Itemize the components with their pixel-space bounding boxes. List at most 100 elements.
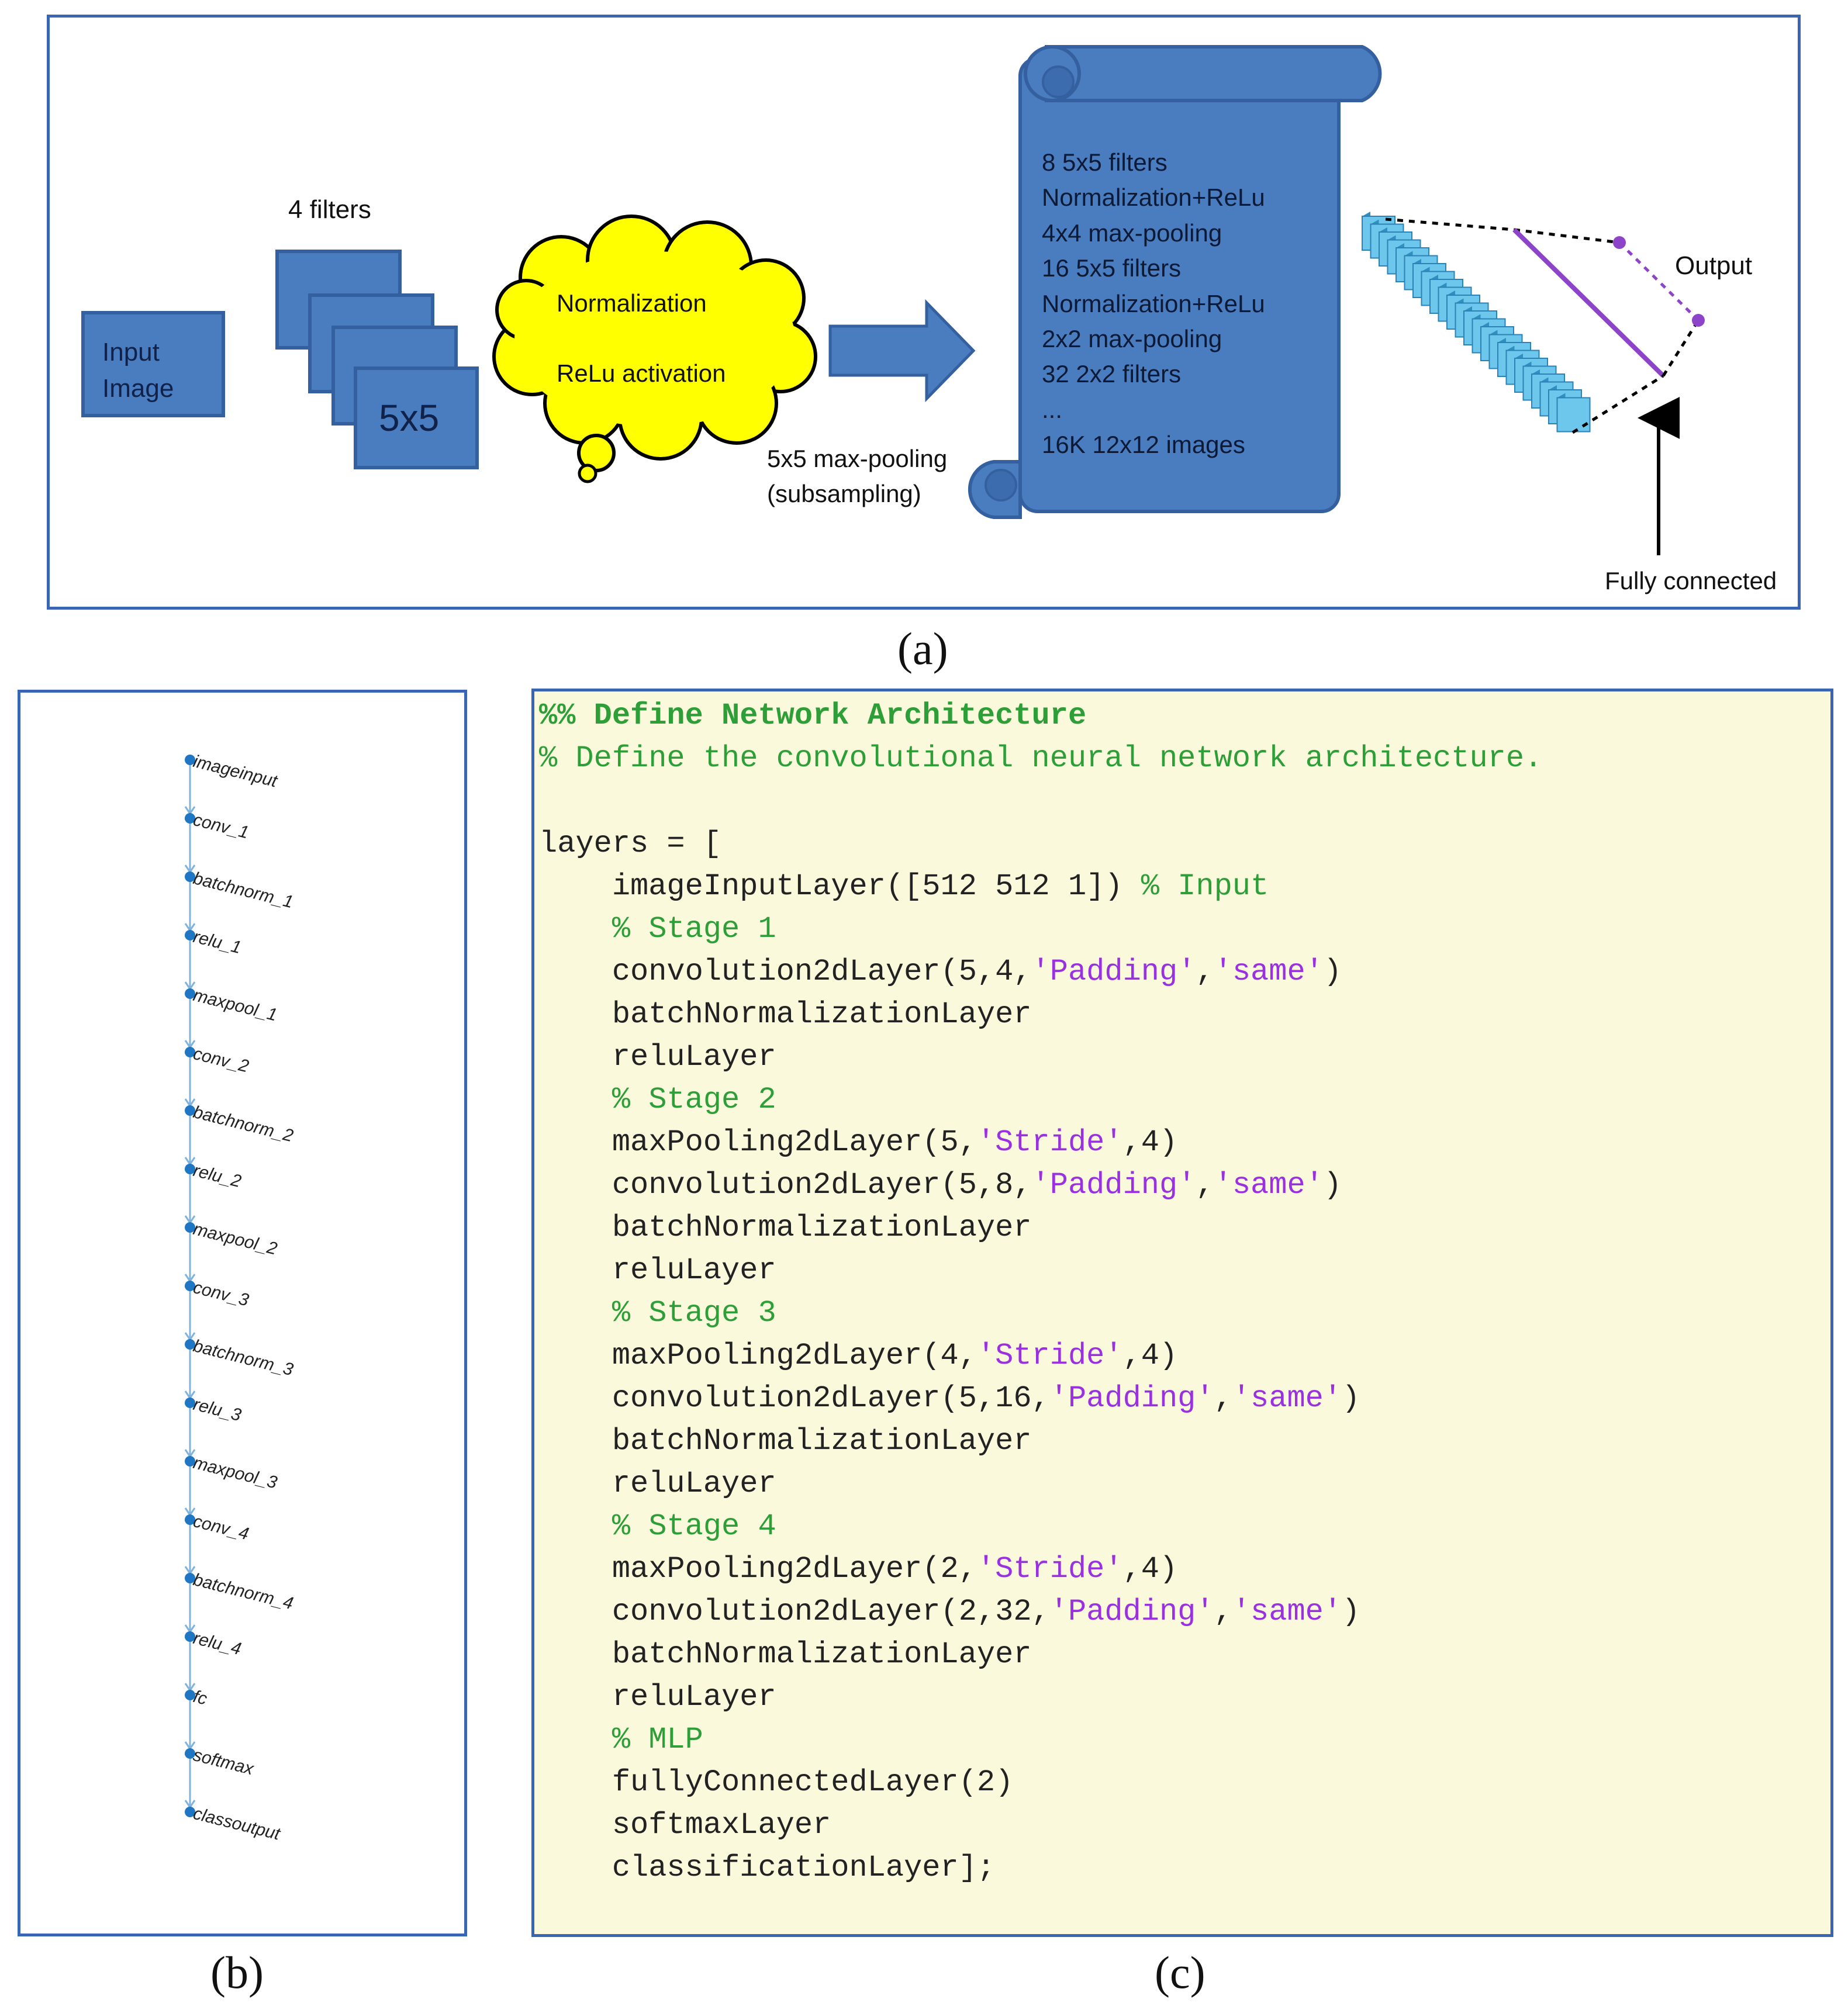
layer-node xyxy=(185,1514,195,1525)
code-line: %% Define Network Architecture xyxy=(539,694,1086,737)
code-token: 'Stride' xyxy=(976,1338,1123,1373)
code-line: convolution2dLayer(5,16,'Padding','same'… xyxy=(539,1377,1360,1420)
fc-line-top xyxy=(1385,217,1515,231)
code-token: fullyConnectedLayer(2) xyxy=(539,1765,1014,1800)
output-node-2 xyxy=(1692,314,1705,327)
code-token: % MLP xyxy=(539,1723,703,1757)
code-token: imageInputLayer([512 512 1]) xyxy=(539,869,1141,904)
output-node-1 xyxy=(1613,236,1626,249)
code-token: ,4) xyxy=(1122,1125,1178,1160)
code-token: 'Padding' xyxy=(1031,954,1196,989)
code-token: softmaxLayer xyxy=(539,1808,831,1842)
code-line: reluLayer xyxy=(539,1462,776,1505)
code-token: reluLayer xyxy=(539,1253,776,1288)
code-token: 'same' xyxy=(1232,1595,1342,1629)
scroll-line: 32 2x2 filters xyxy=(1042,360,1182,388)
code-token: convolution2dLayer(5,8, xyxy=(539,1168,1032,1202)
code-line: convolution2dLayer(5,4,'Padding','same') xyxy=(539,950,1342,993)
panel-a-diagram xyxy=(81,45,1705,555)
fc-layer-stack xyxy=(1362,212,1591,433)
code-token: % Stage 2 xyxy=(539,1082,776,1117)
code-token: ) xyxy=(1342,1595,1360,1629)
code-token: 'Padding' xyxy=(1031,1168,1196,1202)
fc-unit-face xyxy=(1556,397,1591,433)
layer-graph xyxy=(184,755,196,1817)
code-line: % Stage 1 xyxy=(539,908,776,950)
code-token: maxPooling2dLayer(4, xyxy=(539,1338,977,1373)
code-line: % MLP xyxy=(539,1718,703,1761)
code-token: maxPooling2dLayer(5, xyxy=(539,1125,977,1160)
code-line: maxPooling2dLayer(4,'Stride',4) xyxy=(539,1334,1177,1377)
code-token: % Stage 3 xyxy=(539,1296,776,1330)
code-line: % Stage 3 xyxy=(539,1292,776,1334)
scroll-line: 4x4 max-pooling xyxy=(1042,219,1222,247)
code-token: , xyxy=(1196,1168,1214,1202)
scroll-line: 16K 12x12 images xyxy=(1042,431,1245,459)
layer-node xyxy=(185,1222,195,1233)
layer-node xyxy=(185,1690,195,1700)
output-label: Output xyxy=(1675,251,1753,280)
code-line: batchNormalizationLayer xyxy=(539,1420,1032,1462)
pooling-line-1: 5x5 max-pooling xyxy=(767,445,948,472)
input-image-line-2: Image xyxy=(102,374,174,403)
activation-cloud xyxy=(492,215,817,483)
layer-node xyxy=(185,930,195,940)
code-token: batchNormalizationLayer xyxy=(539,1210,1032,1245)
caption-b: (b) xyxy=(210,1947,264,1998)
code-token: , xyxy=(1214,1381,1232,1416)
code-token: 'Stride' xyxy=(976,1125,1123,1160)
layer-node xyxy=(185,1748,195,1759)
code-token: , xyxy=(1196,954,1214,989)
code-line: maxPooling2dLayer(2,'Stride',4) xyxy=(539,1548,1177,1590)
code-token: maxPooling2dLayer(2, xyxy=(539,1552,977,1586)
code-line: batchNormalizationLayer xyxy=(539,1206,1032,1249)
layer-node xyxy=(185,1164,195,1174)
pooling-line-2: (subsampling) xyxy=(767,480,921,507)
layer-node xyxy=(185,1807,195,1817)
scroll-line: 8 5x5 filters xyxy=(1042,148,1167,176)
scroll-line: 2x2 max-pooling xyxy=(1042,325,1222,353)
layer-node xyxy=(185,755,195,765)
code-token: % Stage 1 xyxy=(539,912,776,946)
pooling-arrow xyxy=(828,299,976,403)
layer-node xyxy=(185,1105,195,1116)
fc-line-purple xyxy=(1512,228,1665,378)
code-token: , xyxy=(1214,1595,1232,1629)
code-token: layers = [ xyxy=(539,826,722,861)
filter-stack xyxy=(275,250,479,469)
code-token: ,4) xyxy=(1122,1552,1178,1586)
layer-node xyxy=(185,871,195,882)
layer-node xyxy=(185,1573,195,1583)
code-token: 'Padding' xyxy=(1049,1381,1214,1416)
code-token: batchNormalizationLayer xyxy=(539,1424,1032,1458)
code-line: imageInputLayer([512 512 1]) % Input xyxy=(539,865,1269,908)
code-token: %% Define Network Architecture xyxy=(539,698,1087,733)
code-token: ,4) xyxy=(1122,1338,1178,1373)
code-token: batchNormalizationLayer xyxy=(539,1637,1032,1672)
code-token: 'Stride' xyxy=(976,1552,1123,1586)
code-token: ) xyxy=(1323,1168,1342,1202)
layer-node xyxy=(185,813,195,824)
fc-line-bottom-2 xyxy=(1662,319,1700,377)
pooling-label: 5x5 max-pooling (subsampling) xyxy=(767,441,947,511)
code-line: convolution2dLayer(5,8,'Padding','same') xyxy=(539,1164,1342,1206)
code-token: ) xyxy=(1323,954,1342,989)
code-token: batchNormalizationLayer xyxy=(539,997,1032,1032)
scroll-line: Normalization+ReLu xyxy=(1042,289,1265,317)
code-token: 'same' xyxy=(1232,1381,1342,1416)
code-token: % Input xyxy=(1141,869,1269,904)
code-panel xyxy=(531,689,1833,1937)
layer-node xyxy=(185,1047,195,1057)
panel-a-frame xyxy=(47,15,1801,610)
cloud-line-2: ReLu activation xyxy=(557,359,726,387)
code-line: reluLayer xyxy=(539,1676,776,1718)
code-token: % Define the convolutional neural networ… xyxy=(539,741,1543,776)
code-token: reluLayer xyxy=(539,1680,776,1714)
code-token: 'Padding' xyxy=(1049,1595,1214,1629)
code-line: % Stage 2 xyxy=(539,1078,776,1121)
layer-node xyxy=(185,1398,195,1408)
input-image-label: Input Image xyxy=(102,334,174,407)
code-token: 'same' xyxy=(1214,1168,1324,1202)
code-line: % Stage 4 xyxy=(539,1505,776,1548)
fc-line-to-output1 xyxy=(1514,228,1620,244)
